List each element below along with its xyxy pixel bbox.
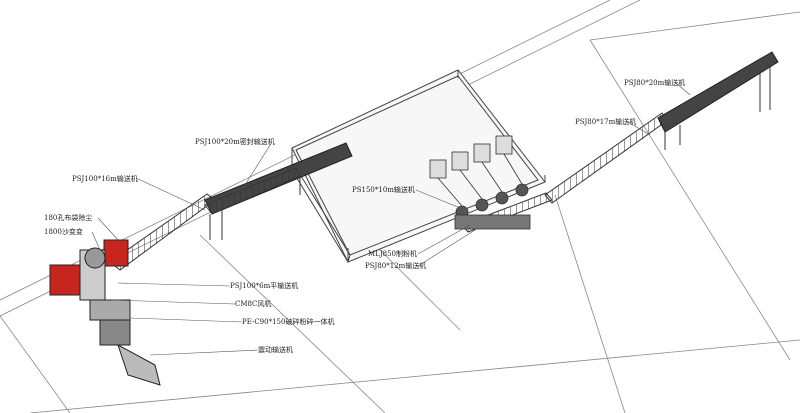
- label-crusher-combo: PE-C90*150破碎粉碎一体机: [242, 318, 335, 326]
- leader-bag-filter: [97, 217, 121, 243]
- label-psj100-16m: PSJ100*16m输送机: [72, 175, 138, 183]
- leader-psj80-20m: [675, 82, 691, 96]
- leader-ps150: [415, 189, 466, 211]
- label-psj100-6m-flat: PSJ100*6m平输送机: [230, 282, 299, 290]
- leader-sand-mill: [91, 231, 101, 251]
- leader-psj100-20m: [244, 141, 273, 186]
- leader-mlj850: [417, 224, 471, 255]
- leader-psj100-16m: [135, 177, 206, 211]
- label-psj80-20m: PSJ80*20m输送机: [624, 79, 686, 87]
- label-psj100-20m-sealed: PSJ100*20m密封输送机: [195, 138, 275, 146]
- label-psj80-12m: PSJ80*12m输送机: [365, 262, 427, 270]
- label-ps150-10m: PS150*10m输送机: [352, 186, 415, 194]
- leader-psj100-6m: [117, 282, 231, 287]
- leader-cm8c: [111, 299, 236, 305]
- label-sand-mill: 1800沙变变: [44, 228, 83, 236]
- leader-feeder: [149, 349, 259, 356]
- crusher-cluster: [49, 239, 161, 386]
- conveyor-psj100-20m-sealed: [204, 142, 353, 240]
- leader-psj80-12m: [417, 229, 476, 267]
- label-bag-filter: 180孔布袋除尘: [44, 214, 93, 222]
- leader-crusher: [129, 317, 243, 323]
- label-psj80-17m: PSJ80*17m输送机: [575, 118, 637, 126]
- label-mlj850: MLJ850制粉机: [368, 250, 417, 258]
- conveyor-psj80-20m: [657, 51, 779, 150]
- building-enclosure: [291, 69, 546, 264]
- label-vibrating-feeder: 震动输送机: [258, 346, 293, 354]
- mlj850-mills: [429, 135, 531, 230]
- label-cm8c-fan: CM8C风机: [235, 300, 272, 308]
- leader-psj80-17m: [627, 121, 651, 136]
